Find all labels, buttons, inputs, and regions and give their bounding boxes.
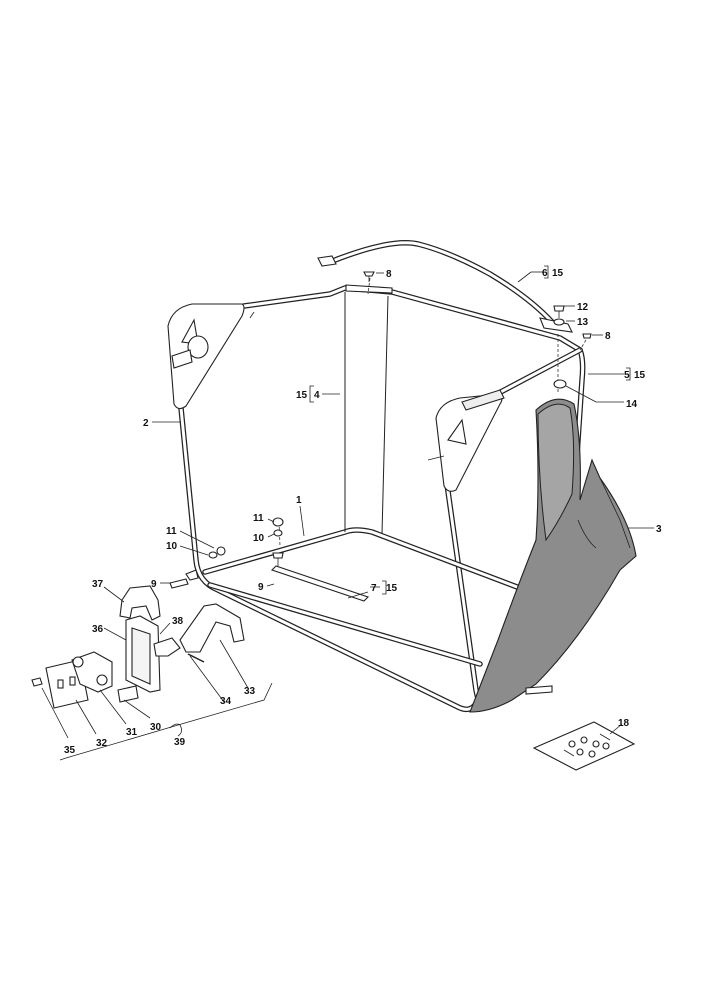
label-11-left: 11 <box>166 526 177 537</box>
label-8-top: 8 <box>386 269 392 280</box>
label-31: 31 <box>126 727 138 738</box>
label-13: 13 <box>577 317 589 328</box>
hardware-kit-bag <box>532 721 636 771</box>
label-1: 1 <box>296 495 302 506</box>
callout-labels: 1 2 3 4 15 5 15 6 15 7 15 8 8 9 9 10 10 … <box>64 268 662 756</box>
label-18: 18 <box>618 718 630 729</box>
leader-lines <box>41 265 654 739</box>
latch-assembly <box>31 585 273 761</box>
label-9-centre: 9 <box>258 582 264 593</box>
label-32: 32 <box>96 738 108 749</box>
fasteners <box>169 271 592 589</box>
label-15a: 15 <box>296 390 308 401</box>
label-8-right: 8 <box>605 331 611 342</box>
handle-bar <box>317 240 573 333</box>
label-15d: 15 <box>386 583 398 594</box>
right-corner-plate <box>427 389 505 492</box>
label-34: 34 <box>220 696 232 707</box>
label-15b: 15 <box>634 370 646 381</box>
label-37: 37 <box>92 579 104 590</box>
grass-bag <box>469 398 637 713</box>
label-12: 12 <box>577 302 589 313</box>
label-39: 39 <box>174 737 186 748</box>
back-panel <box>249 292 389 535</box>
label-10-left: 10 <box>166 541 178 552</box>
label-36: 36 <box>92 624 104 635</box>
label-9-left: 9 <box>151 579 157 590</box>
label-4: 4 <box>314 390 320 401</box>
label-3: 3 <box>656 524 662 535</box>
label-30: 30 <box>150 722 162 733</box>
label-2: 2 <box>143 418 149 429</box>
bottom-strap <box>270 565 370 602</box>
label-11-centre: 11 <box>253 513 264 524</box>
label-5: 5 <box>624 370 630 381</box>
label-15c: 15 <box>552 268 564 279</box>
label-35: 35 <box>64 745 76 756</box>
label-10-centre: 10 <box>253 533 265 544</box>
label-33: 33 <box>244 686 256 697</box>
label-38: 38 <box>172 616 184 627</box>
label-7: 7 <box>371 583 377 594</box>
left-corner-plate <box>167 303 245 410</box>
label-6: 6 <box>542 268 548 279</box>
label-14: 14 <box>626 399 638 410</box>
